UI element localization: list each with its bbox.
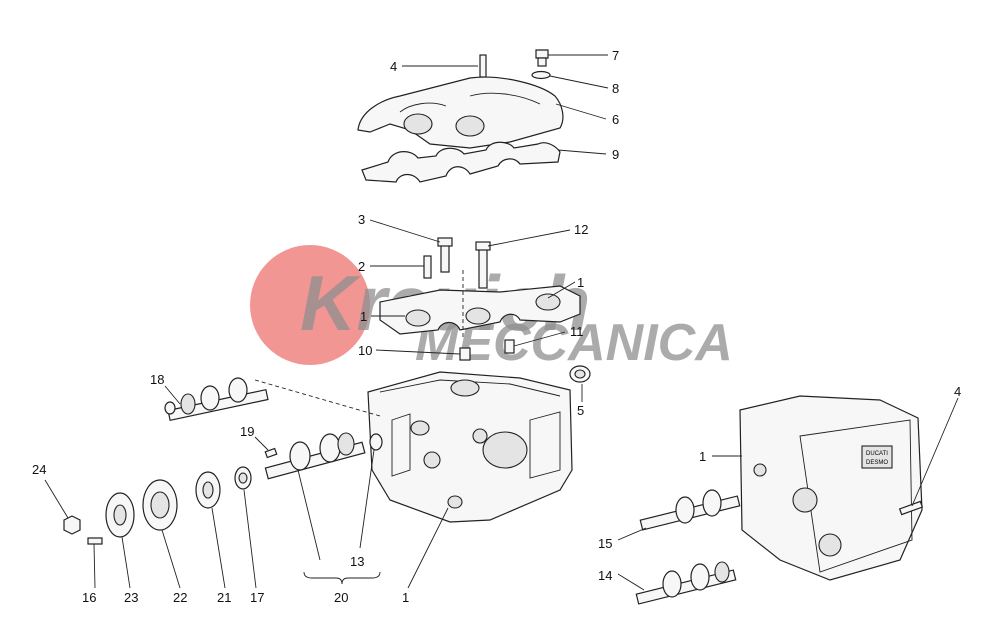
callout-1-block: 1 [402,590,409,605]
dowel-10 [459,347,471,361]
washer-8 [531,70,551,80]
leader-lines [44,54,959,591]
callout-12: 12 [574,222,588,237]
stamp-line1: DUCATI [866,451,888,457]
watermark-red-disc [250,245,370,365]
callout-18: 18 [150,372,164,387]
dowel-stud-2 [423,255,432,279]
callout-24: 24 [32,462,46,477]
callout-13: 13 [350,554,364,569]
callout-9: 9 [612,147,619,162]
callout-1-mid: 1 [360,309,367,324]
cylinder-head-main [367,365,591,523]
nut-24 [63,515,81,535]
callout-11: 11 [570,324,584,339]
plug-13 [369,433,383,451]
right-head-body [739,395,923,581]
camshaft-18 [164,377,269,421]
callout-17: 17 [250,590,264,605]
bolt-16 [87,537,103,545]
callout-7: 7 [612,48,619,63]
callout-23: 23 [124,590,138,605]
callout-8: 8 [612,81,619,96]
callout-14: 14 [598,568,612,583]
stud-bolt-4 [479,54,487,78]
callout-3: 3 [358,212,365,227]
callout-6: 6 [612,112,619,127]
stud-4-right [898,500,924,516]
cylinder-head-body [367,371,573,523]
cam-cap-assembly [379,237,581,361]
key-19 [264,447,278,459]
callout-20: 20 [334,590,348,605]
callout-16: 16 [82,590,96,605]
plug-7 [535,49,549,59]
gasket-9 [361,141,561,183]
callout-1-top: 1 [577,275,584,290]
stamp-line2: DESMO [866,460,888,466]
callout-2: 2 [358,259,365,274]
callout-4-right: 4 [954,384,961,399]
callout-15: 15 [598,536,612,551]
pulley-stack [63,466,252,545]
assembly-axis-line [254,379,381,417]
callout-1-right: 1 [699,449,706,464]
stud-12 [478,247,488,289]
ducati-stamp [861,445,893,469]
cylinder-head-right: DUCATI DESMO [635,395,924,605]
callout-22: 22 [173,590,187,605]
callout-21: 21 [217,590,231,605]
camshaft-14 [635,569,737,605]
callout-5: 5 [577,403,584,418]
callout-4-top: 4 [390,59,397,74]
bolt-3 [440,243,450,273]
callout-19: 19 [240,424,254,439]
valve-cover-assembly [357,49,564,183]
valve-cover-6 [357,76,564,149]
callout-10: 10 [358,343,372,358]
camshaft-20 [264,432,383,480]
callout-labels: 4 7 8 6 9 3 12 2 1 1 10 11 18 5 19 24 13… [32,48,961,605]
dowel-11 [504,339,515,354]
